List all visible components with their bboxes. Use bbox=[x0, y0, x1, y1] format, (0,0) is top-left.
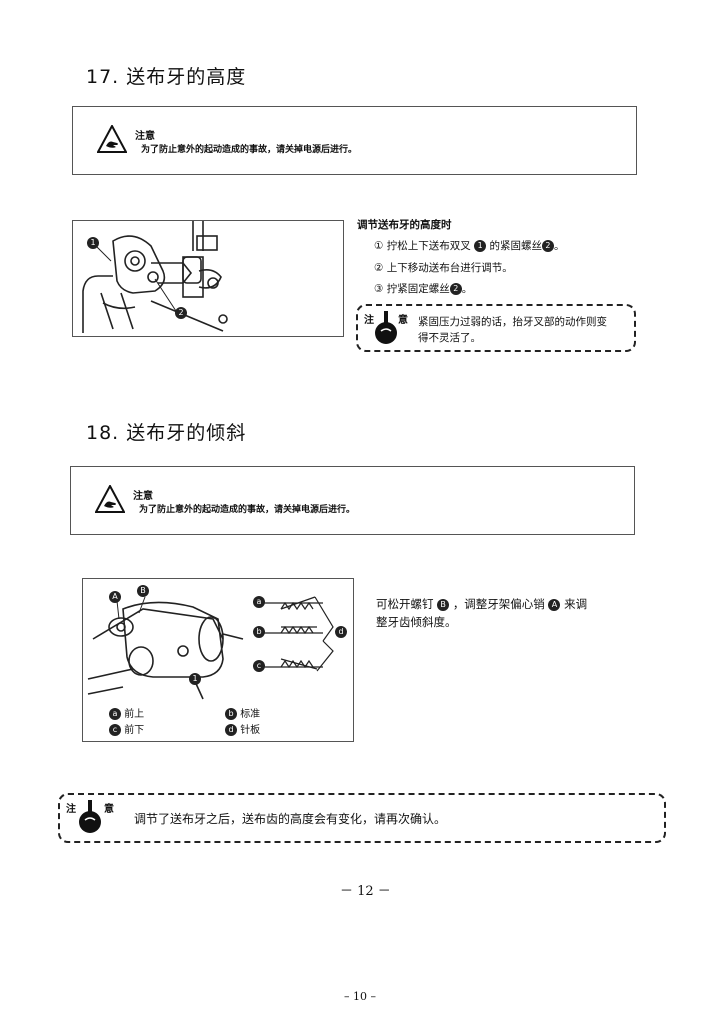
caution-label-left: 注 bbox=[66, 804, 76, 815]
step-end: 。 bbox=[461, 283, 473, 295]
tilt-description-line1: 可松开螺钉 B ，调整牙架偏心销 A 来调 bbox=[376, 596, 587, 612]
step-marker: ① bbox=[374, 240, 384, 252]
caution-box-bottom: 注 意 调节了送布牙之后，送布齿的高度会有变化，请再次确认。 bbox=[58, 793, 666, 843]
caution-box-17: 注 意 紧固压力过弱的话，抬牙叉部的动作则变 得不灵活了。 bbox=[356, 304, 636, 352]
section-18-title: 18. 送布牙的倾斜 bbox=[86, 422, 247, 444]
instruction-step-2: ② 上下移动送布台进行调节。 bbox=[374, 260, 513, 275]
legend-badge: b bbox=[225, 708, 237, 720]
warning-heading: 注意 bbox=[135, 131, 155, 142]
legend-text: 前下 bbox=[124, 725, 145, 736]
legend-item-a: a 前上 bbox=[109, 705, 144, 720]
legend-text: 前上 bbox=[124, 709, 145, 720]
callout-A: A bbox=[109, 591, 121, 603]
ref-badge: 1 bbox=[474, 240, 487, 252]
legend-badge: a bbox=[109, 708, 121, 720]
step-text: 拧紧固定螺丝 bbox=[386, 283, 450, 295]
step-text: 上下移动送布台进行调节。 bbox=[386, 262, 513, 274]
callout-a: a bbox=[253, 596, 265, 608]
tilt-description-line2: 整牙齿倾斜度。 bbox=[376, 615, 457, 629]
feed-dog-tilt-illustration bbox=[87, 596, 334, 700]
ref-badge: 2 bbox=[541, 240, 554, 252]
legend-badge: d bbox=[225, 724, 237, 736]
warning-box-18: 注意 为了防止意外的起动造成的事故，请关掉电源后进行。 bbox=[70, 466, 635, 535]
caution-text: 调节了送布牙之后，送布齿的高度会有变化，请再次确认。 bbox=[134, 812, 447, 826]
hand-hazard-icon bbox=[95, 485, 125, 513]
legend-item-c: c 前下 bbox=[109, 721, 144, 736]
instructions-heading: 调节送布牙的高度时 bbox=[357, 219, 452, 231]
ref-badge: 2 bbox=[449, 283, 462, 295]
callout-e: 1 bbox=[189, 673, 201, 685]
callout-d: d bbox=[335, 626, 347, 638]
step-text: 拧松上下送布双叉 bbox=[386, 240, 471, 252]
step-marker: ③ bbox=[374, 283, 384, 295]
step-suffix: 的紧固螺丝 bbox=[489, 240, 542, 252]
step-marker: ② bbox=[374, 262, 384, 274]
hand-hazard-icon bbox=[97, 125, 127, 153]
desc-text: 可松开螺钉 bbox=[376, 597, 434, 611]
page-number-outer: – 10 – bbox=[344, 990, 376, 1003]
caution-label-left: 注 bbox=[364, 315, 374, 326]
callout-2: 2 bbox=[175, 307, 187, 319]
callout-b: b bbox=[253, 626, 265, 638]
ref-badge-A: A bbox=[548, 598, 561, 611]
warning-text: 为了防止意外的起动造成的事故，请关掉电源后进行。 bbox=[141, 145, 358, 155]
caution-text-line1: 紧固压力过弱的话，抬牙叉部的动作则变 bbox=[418, 316, 607, 328]
feed-dog-mechanism-illustration bbox=[82, 221, 228, 333]
page-number-inner: － 12 － bbox=[340, 884, 391, 899]
desc-text: 来调 bbox=[564, 597, 588, 611]
legend-badge: c bbox=[109, 724, 121, 736]
warning-heading: 注意 bbox=[133, 491, 153, 502]
legend-item-b: b 标准 bbox=[225, 705, 260, 720]
caution-hand-icon bbox=[79, 800, 101, 833]
section-17-title: 17. 送布牙的高度 bbox=[86, 66, 247, 88]
warning-box-17: 注意 为了防止意外的起动造成的事故，请关掉电源后进行。 bbox=[72, 106, 637, 175]
step-end: 。 bbox=[553, 240, 565, 252]
figure-feed-dog-tilt: A B a b c d 1 a 前上 b 标准 c 前下 d 针板 bbox=[82, 578, 354, 742]
desc-text: ，调整牙架偏心销 bbox=[452, 597, 545, 611]
figure-feed-dog-height: 1 2 bbox=[72, 220, 344, 337]
legend-item-d: d 针板 bbox=[225, 721, 260, 736]
caution-label-right: 意 bbox=[398, 315, 408, 326]
warning-text: 为了防止意外的起动造成的事故，请关掉电源后进行。 bbox=[139, 505, 356, 515]
callout-1: 1 bbox=[87, 237, 99, 249]
callout-B: B bbox=[137, 585, 149, 597]
caution-hand-icon bbox=[375, 311, 397, 344]
ref-badge-B: B bbox=[437, 598, 450, 611]
caution-text-line2: 得不灵活了。 bbox=[418, 332, 481, 344]
callout-c: c bbox=[253, 660, 265, 672]
legend-text: 标准 bbox=[240, 709, 261, 720]
legend-text: 针板 bbox=[240, 725, 261, 736]
caution-label-right: 意 bbox=[104, 804, 114, 815]
